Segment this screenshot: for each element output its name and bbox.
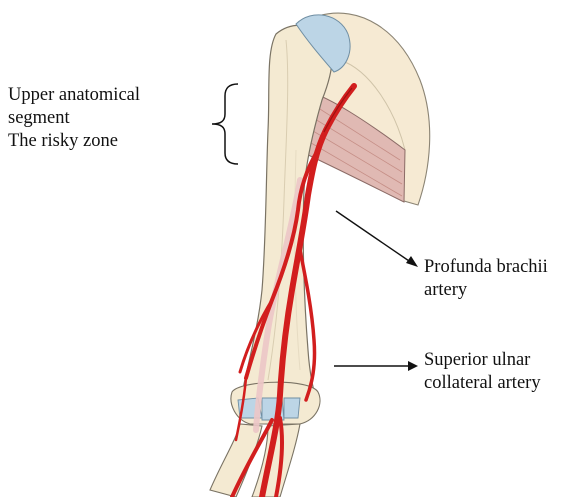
- superior-ulnar-line2: collateral artery: [424, 372, 541, 395]
- superior-ulnar-label: Superior ulnar collateral artery: [424, 349, 541, 395]
- upper-segment-brace: [212, 84, 238, 164]
- profunda-line1: Profunda brachii: [424, 256, 548, 279]
- upper-segment-label: Upper anatomical segment The risky zone: [8, 84, 140, 153]
- upper-segment-line3: The risky zone: [8, 130, 140, 153]
- profunda-label: Profunda brachii artery: [424, 256, 548, 302]
- profunda-line2: artery: [424, 279, 548, 302]
- ulnar-pointer-arrow: [334, 361, 418, 371]
- elbow-cartilage: [238, 398, 300, 420]
- profunda-pointer-arrow: [336, 211, 418, 267]
- upper-segment-line2: segment: [8, 107, 140, 130]
- upper-segment-line1: Upper anatomical: [8, 84, 140, 107]
- superior-ulnar-line1: Superior ulnar: [424, 349, 541, 372]
